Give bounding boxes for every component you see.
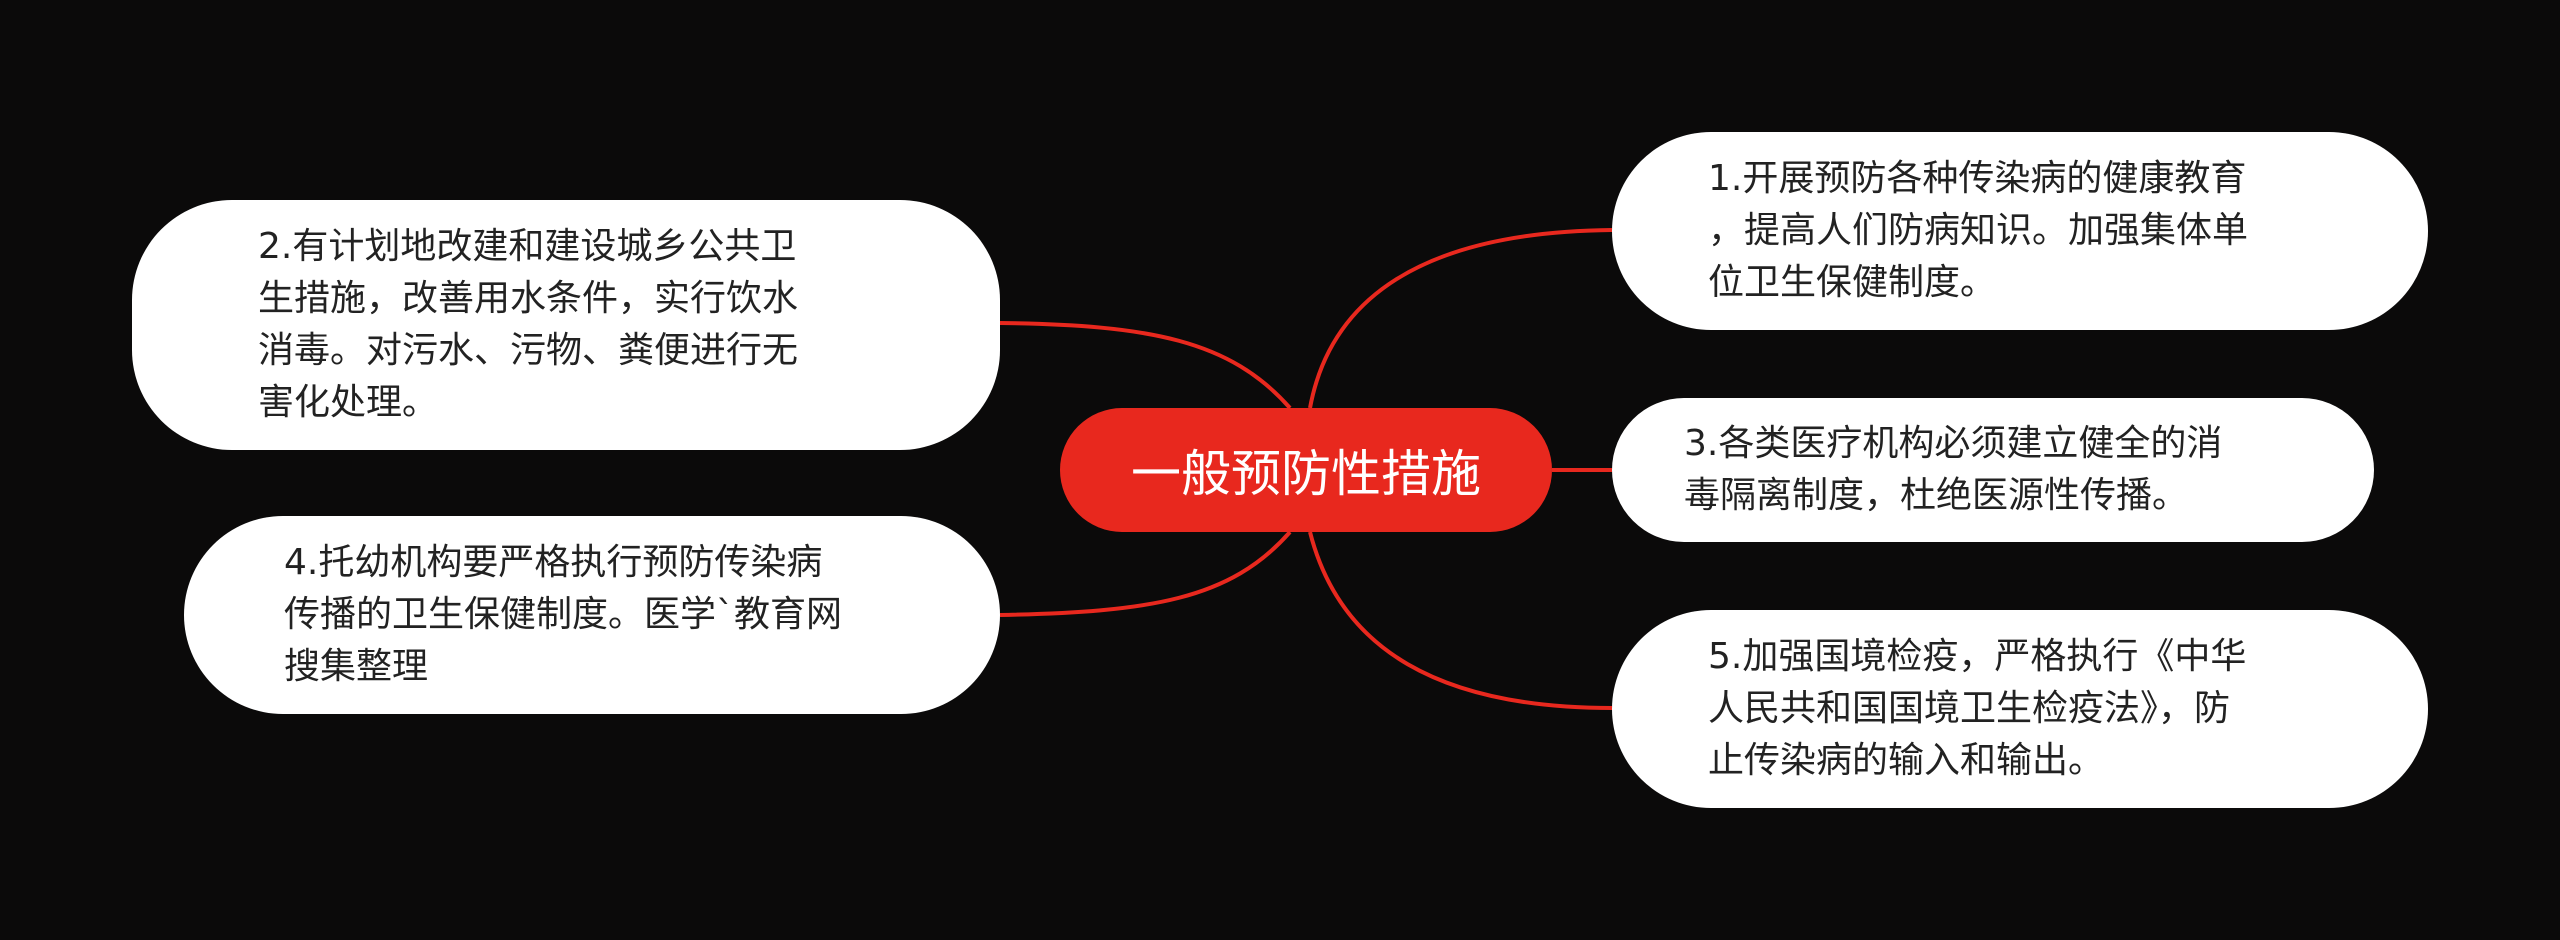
branch-node-3[interactable]: 3.各类医疗机构必须建立健全的消 毒隔离制度，杜绝医源性传播。 — [1612, 398, 2374, 542]
branch-node-2-text: 2.有计划地改建和建设城乡公共卫 生措施，改善用水条件，实行饮水 消毒。对污水、… — [258, 226, 799, 423]
connector-to-branch-4 — [999, 530, 1292, 617]
connector-to-branch-5 — [1308, 531, 1613, 710]
connector-to-branch-2 — [999, 321, 1292, 410]
central-topic-label: 一般预防性措施 — [1131, 445, 1481, 503]
branch-node-1-text: 1.开展预防各种传染病的健康教育 ，提高人们防病知识。加强集体单 位卫生保健制度… — [1708, 158, 2249, 303]
branch-node-4-text: 4.托幼机构要严格执行预防传染病 传播的卫生保健制度。医学`教育网 搜集整理 — [284, 542, 843, 687]
branch-node-1[interactable]: 1.开展预防各种传染病的健康教育 ，提高人们防病知识。加强集体单 位卫生保健制度… — [1612, 132, 2428, 330]
branch-node-2[interactable]: 2.有计划地改建和建设城乡公共卫 生措施，改善用水条件，实行饮水 消毒。对污水、… — [132, 200, 1000, 450]
branch-node-4[interactable]: 4.托幼机构要严格执行预防传染病 传播的卫生保健制度。医学`教育网 搜集整理 — [184, 516, 1000, 714]
branch-node-5-text: 5.加强国境检疫，严格执行《中华 人民共和国国境卫生检疫法》，防 止传染病的输入… — [1708, 636, 2247, 781]
branch-node-5[interactable]: 5.加强国境检疫，严格执行《中华 人民共和国国境卫生检疫法》，防 止传染病的输入… — [1612, 610, 2428, 808]
branch-node-3-text: 3.各类医疗机构必须建立健全的消 毒隔离制度，杜绝医源性传播。 — [1684, 423, 2223, 516]
connector-to-branch-1 — [1308, 228, 1613, 409]
central-topic[interactable]: 一般预防性措施 — [1060, 408, 1552, 532]
